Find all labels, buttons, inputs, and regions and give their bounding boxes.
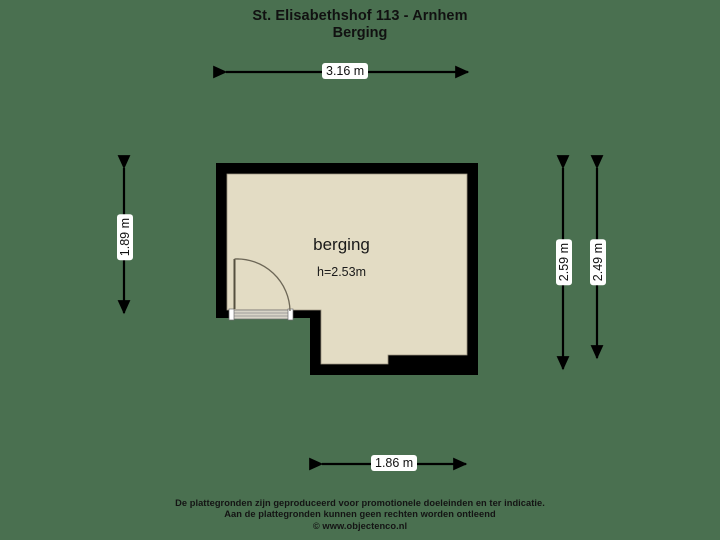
footer-line-1: De plattegronden zijn geproduceerd voor … bbox=[175, 497, 545, 508]
title-subtitle: Berging bbox=[332, 25, 388, 41]
dimension-label-right-inner: 2.59 m bbox=[556, 239, 572, 286]
footer-line-3: © www.objectenco.nl bbox=[312, 520, 408, 531]
dimension-label-top: 3.16 m bbox=[322, 63, 369, 79]
page-title: St. Elisabethshof 113 - Arnhem Berging bbox=[0, 8, 720, 42]
dimension-label-right-outer: 2.49 m bbox=[590, 239, 606, 286]
dimension-label-left: 1.89 m bbox=[117, 214, 133, 261]
room-name-label: berging bbox=[313, 235, 370, 254]
door-swing-arc bbox=[234, 258, 291, 312]
room-height-label: h=2.53m bbox=[317, 265, 366, 279]
footer-disclaimer: De plattegronden zijn geproduceerd voor … bbox=[0, 498, 720, 533]
dimension-label-bottom: 1.86 m bbox=[371, 455, 418, 471]
door-sill bbox=[231, 309, 293, 320]
footer-line-2: Aan de plattegronden kunnen geen rechten… bbox=[224, 509, 496, 519]
door-jamb-left bbox=[228, 308, 235, 321]
title-address: St. Elisabethshof 113 - Arnhem bbox=[252, 8, 468, 24]
